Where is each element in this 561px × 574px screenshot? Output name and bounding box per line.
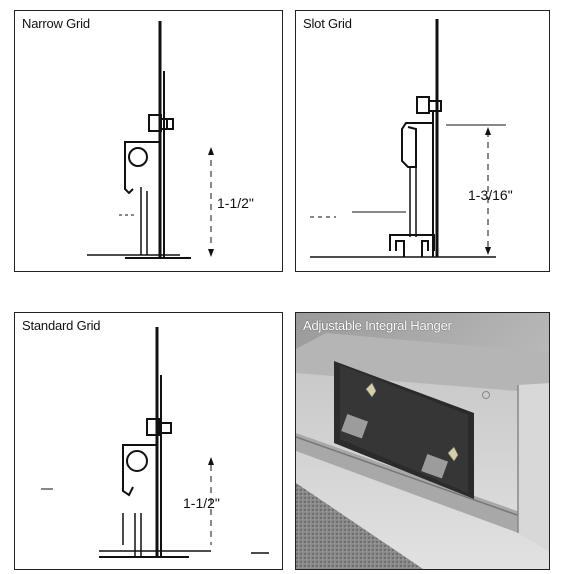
- standard-grid-dimension: 1-1/2": [183, 495, 220, 511]
- slot-grid-title: Slot Grid: [303, 16, 352, 31]
- adjustable-integral-hanger-panel: Adjustable Integral Hanger: [295, 312, 550, 570]
- narrow-grid-title: Narrow Grid: [22, 16, 90, 31]
- narrow-grid-panel: Narrow Grid 1-1/2": [14, 10, 283, 272]
- narrow-grid-dimension: 1-1/2": [217, 195, 254, 211]
- standard-grid-panel: Standard Grid 1-1/2": [14, 312, 283, 570]
- slot-grid-dimension: 1-3/16": [468, 187, 513, 203]
- standard-grid-title: Standard Grid: [22, 318, 101, 333]
- standard-grid-drawing: [41, 327, 269, 558]
- narrow-grid-drawing: [87, 21, 214, 259]
- hanger-photo: [296, 313, 549, 569]
- adjustable-integral-hanger-title: Adjustable Integral Hanger: [303, 318, 452, 333]
- slot-grid-panel: Slot Grid 1-3/16": [295, 10, 550, 272]
- slot-grid-drawing: [310, 19, 506, 258]
